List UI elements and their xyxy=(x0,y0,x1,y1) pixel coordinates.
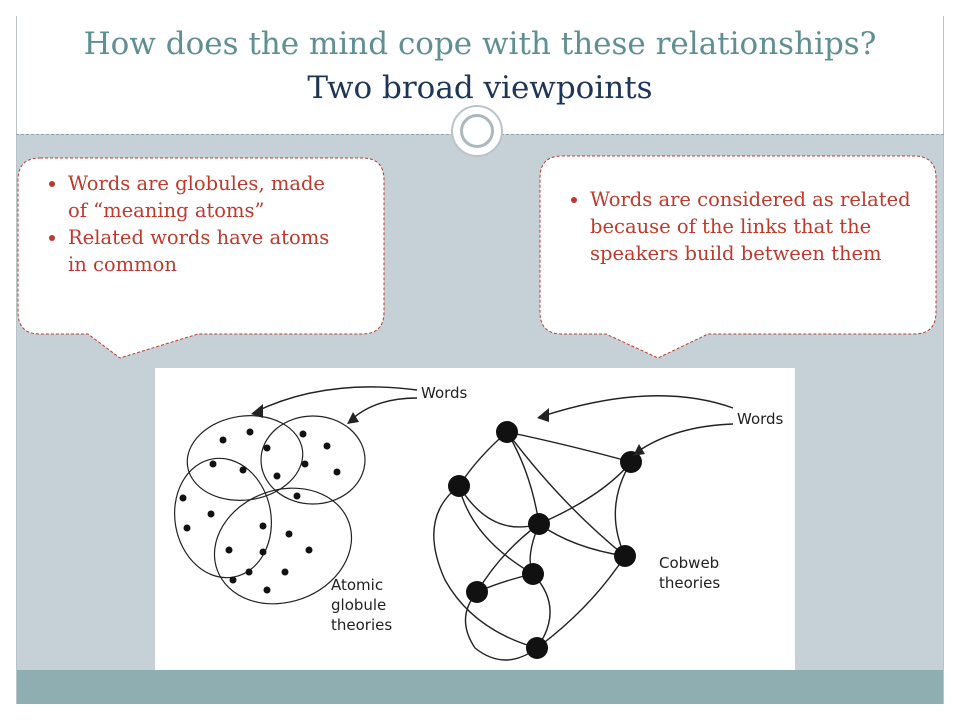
cobweb-links xyxy=(433,431,632,661)
right-arrowheads-icon xyxy=(537,408,645,456)
theories-diagram: Words Atomic globule theories xyxy=(155,368,795,670)
left-callout-bubble xyxy=(17,157,385,359)
globule-ellipses xyxy=(173,415,366,605)
globule-2 xyxy=(260,415,366,505)
diagram-svg: Words Atomic globule theories xyxy=(173,384,784,661)
meaning-atoms xyxy=(179,428,341,594)
right-callout: Words are considered as related because … xyxy=(562,186,922,267)
globule-4 xyxy=(213,487,353,605)
slide-subtitle: Two broad viewpoints xyxy=(307,70,653,106)
left-callout: Words are globules, made of “meaning ato… xyxy=(40,170,340,278)
cobweb-nodes xyxy=(448,421,642,659)
left-bullet-1: Words are globules, made of “meaning ato… xyxy=(68,170,340,224)
right-words-label: Words xyxy=(737,410,784,428)
left-words-label: Words xyxy=(421,384,468,402)
right-callout-bubble xyxy=(539,155,937,359)
atomic-label-line-3: theories xyxy=(331,616,392,634)
left-bullet-2: Related words have atoms in common xyxy=(68,224,340,278)
left-bullet-list: Words are globules, made of “meaning ato… xyxy=(40,170,340,278)
right-word-arrows xyxy=(542,395,734,453)
slide-title: How does the mind cope with these relati… xyxy=(83,26,877,62)
footer-band xyxy=(17,670,943,704)
atomic-label-line-2: globule xyxy=(331,596,386,614)
right-bullet-list: Words are considered as related because … xyxy=(562,186,922,267)
globule-3 xyxy=(173,457,273,579)
left-arrowheads-icon xyxy=(251,404,359,424)
globule-1 xyxy=(186,415,304,501)
cobweb-label-line-2: theories xyxy=(659,574,720,592)
cobweb-label-line-1: Cobweb xyxy=(659,554,719,572)
left-word-arrows xyxy=(254,386,418,421)
atomic-label-line-1: Atomic xyxy=(331,576,383,594)
ring-ornament-icon xyxy=(451,105,503,157)
right-bullet-1: Words are considered as related because … xyxy=(590,186,922,267)
